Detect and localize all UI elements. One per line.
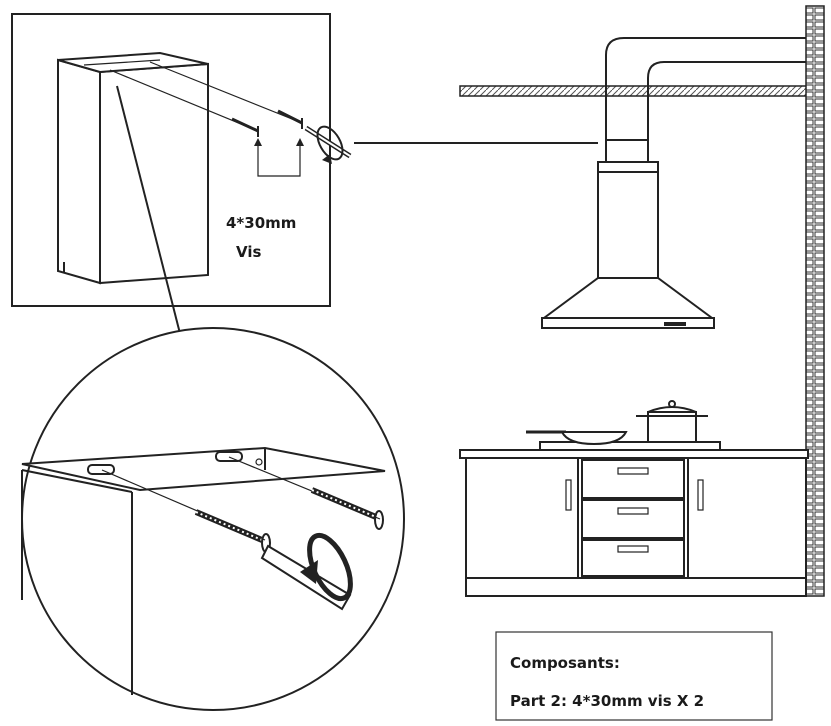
legend-part: Part 2: 4*30mm vis X 2 — [510, 692, 704, 710]
zoom-screw-right — [310, 487, 384, 530]
screwdriver-icon — [304, 125, 352, 164]
drawer-1 — [581, 459, 685, 499]
legend-title: Composants: — [510, 654, 620, 672]
screw-slot-left — [87, 464, 115, 475]
zoom-screwdriver-icon — [260, 532, 353, 611]
pot-icon — [636, 400, 708, 443]
chimney-box — [57, 51, 209, 285]
cooktop — [539, 441, 721, 451]
wok-icon — [526, 430, 628, 446]
range-hood — [540, 161, 716, 329]
kitchen-counter — [459, 400, 809, 597]
zoom-detail — [21, 327, 405, 711]
countertop — [459, 449, 809, 459]
inset-detail: 4*30mm Vis — [11, 13, 352, 307]
hood-buttons — [664, 322, 686, 326]
screw-word-label: Vis — [236, 243, 261, 261]
ceiling — [459, 85, 811, 97]
screw-right — [277, 109, 303, 129]
screw-slot-right — [215, 451, 243, 462]
components-legend: Composants: Part 2: 4*30mm vis X 2 — [495, 631, 773, 721]
brick-wall — [805, 5, 825, 597]
drawer-2 — [581, 499, 685, 539]
screw-size-label: 4*30mm — [226, 214, 296, 232]
dimension-bracket — [257, 145, 301, 177]
exhaust-duct — [605, 37, 806, 163]
